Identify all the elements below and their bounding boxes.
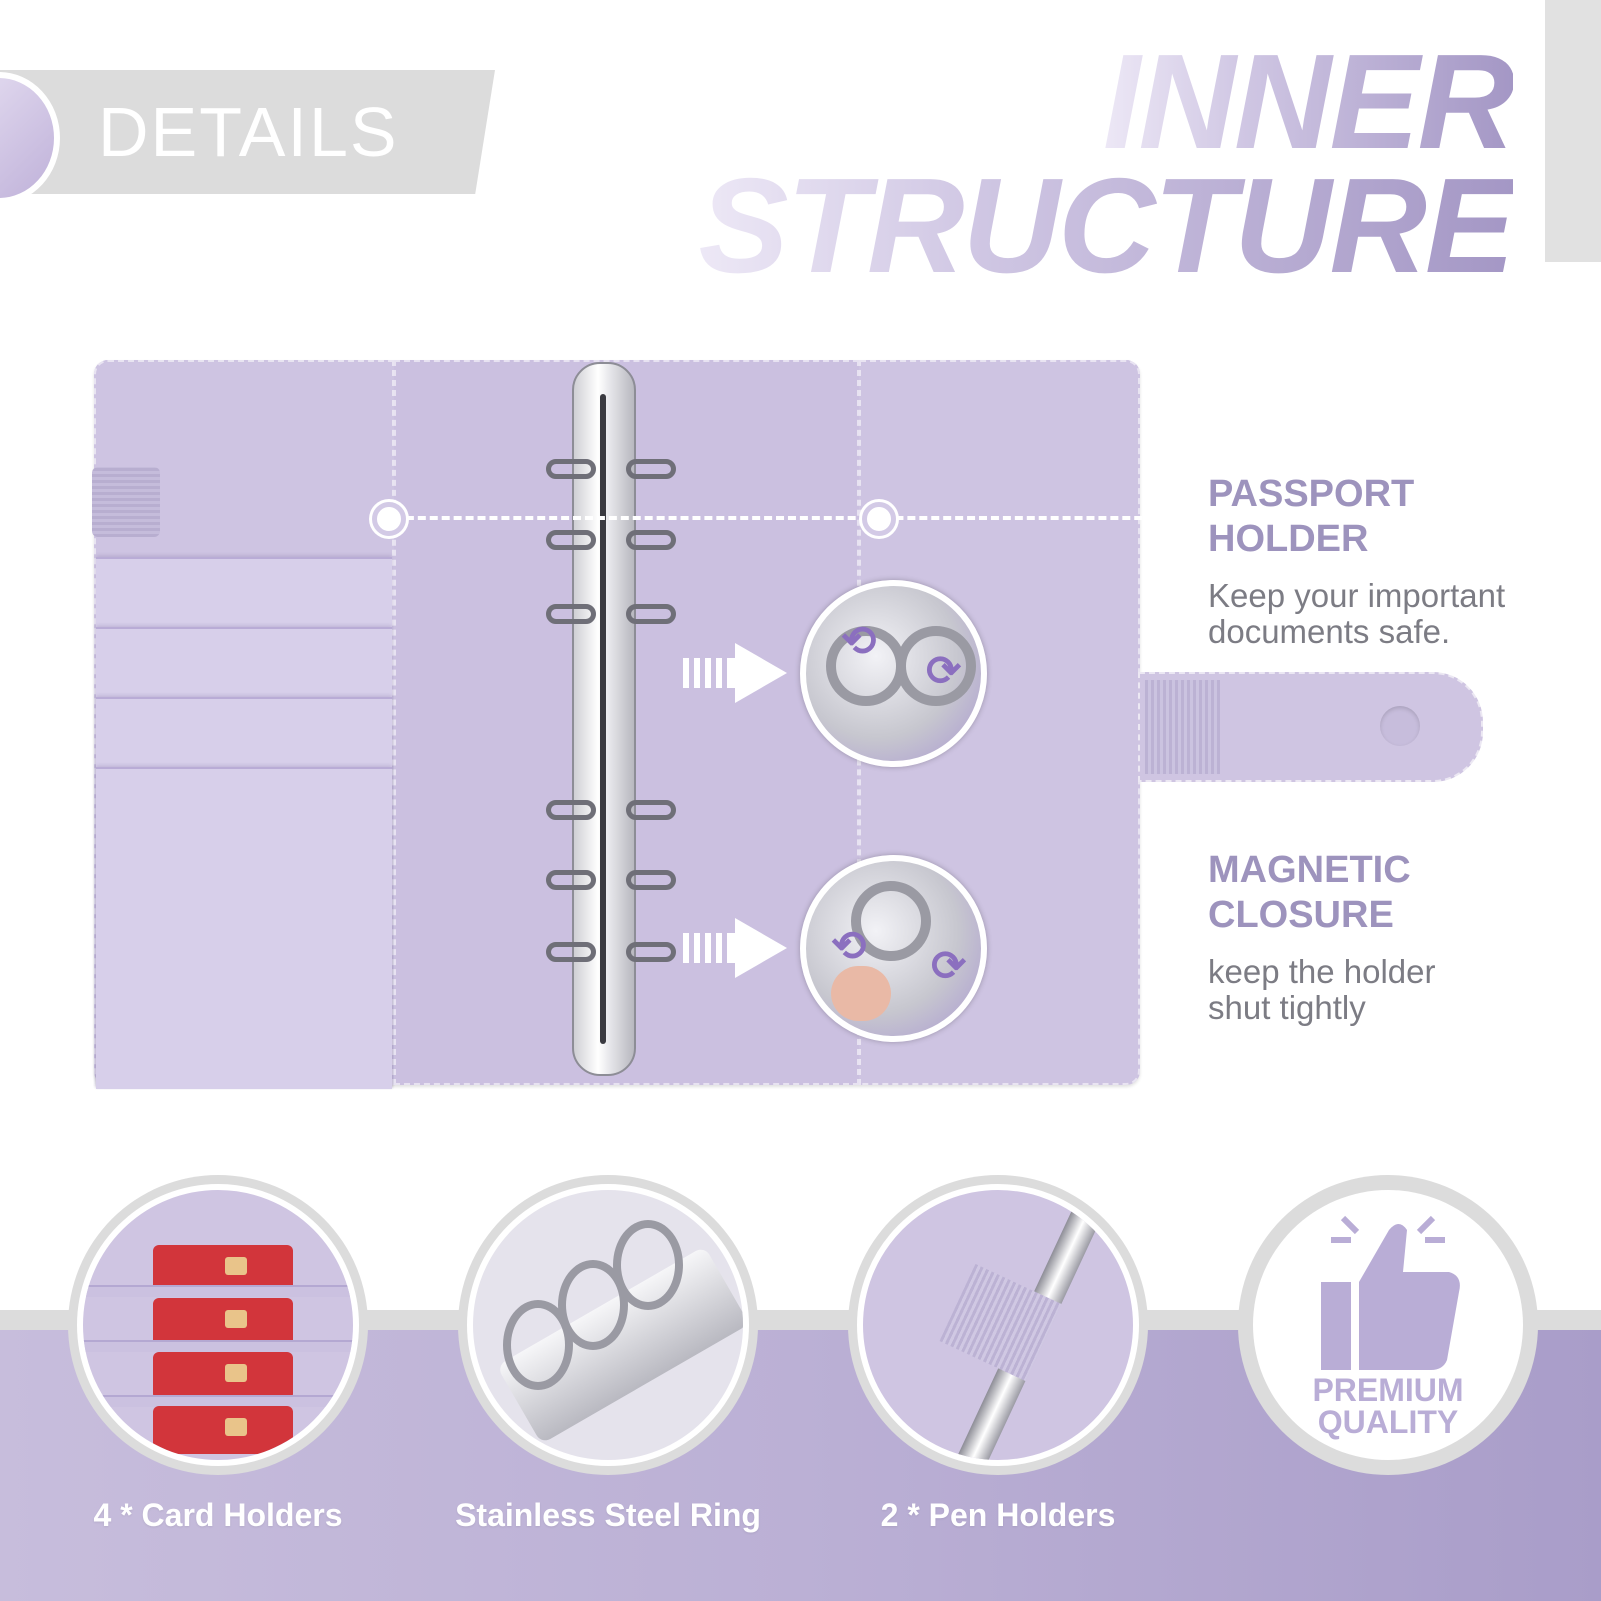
feature-title: MAGNETIC CLOSURE bbox=[1208, 848, 1568, 938]
binder-ring bbox=[546, 459, 596, 479]
binder-ring bbox=[626, 530, 676, 550]
arrow-right-icon bbox=[683, 918, 793, 978]
page-title-line2: STRUCTURE bbox=[698, 150, 1515, 301]
ring-mechanism bbox=[572, 362, 636, 1076]
ring-bar bbox=[600, 394, 606, 1044]
binder-ring bbox=[626, 800, 676, 820]
binder-ring bbox=[546, 870, 596, 890]
binder-middle-panel bbox=[394, 360, 859, 1085]
pen-holders-image bbox=[857, 1184, 1139, 1466]
card-slot bbox=[83, 1285, 353, 1297]
feature-title-line: MAGNETIC bbox=[1208, 849, 1411, 891]
badge-line: QUALITY bbox=[1317, 1404, 1459, 1440]
binder-image bbox=[92, 360, 1140, 1089]
credit-card bbox=[153, 1406, 293, 1454]
pointer-dot bbox=[372, 502, 406, 536]
feature-label-card-holders: 4 * Card Holders bbox=[93, 1497, 343, 1533]
feature-description: keep the holder shut tightly bbox=[1208, 954, 1588, 1026]
credit-card bbox=[153, 1298, 293, 1346]
binder-ring bbox=[546, 942, 596, 962]
feature-title: PASSPORT HOLDER bbox=[1208, 472, 1568, 562]
feature-title-line: PASSPORT bbox=[1208, 473, 1415, 515]
bottom-band-top-stripe bbox=[0, 1310, 1601, 1330]
feature-label-pen-holders: 2 * Pen Holders bbox=[880, 1497, 1116, 1533]
binder-ring bbox=[546, 604, 596, 624]
binder-ring bbox=[626, 604, 676, 624]
binder-ring bbox=[626, 459, 676, 479]
badge-line: PREMIUM bbox=[1312, 1372, 1464, 1408]
feature-description-line: shut tightly bbox=[1208, 989, 1366, 1026]
binder-ring bbox=[546, 530, 596, 550]
binder-left-panel bbox=[92, 360, 394, 1089]
curved-arrow-icon: ⟲ bbox=[831, 922, 867, 969]
feature-title-line: HOLDER bbox=[1208, 518, 1369, 560]
credit-card bbox=[153, 1352, 293, 1400]
page-title-line1: INNER bbox=[1102, 26, 1515, 177]
ring-press-zoom-image: ⟲ ⟳ bbox=[800, 855, 987, 1042]
binder-ring bbox=[626, 942, 676, 962]
card-slot bbox=[83, 1340, 353, 1352]
feature-description-line: documents safe. bbox=[1208, 613, 1451, 650]
premium-quality-badge: PREMIUM QUALITY bbox=[1253, 1190, 1523, 1460]
arrow-right-icon bbox=[683, 643, 793, 703]
card-slot bbox=[83, 1395, 353, 1407]
curved-arrow-icon: ⟳ bbox=[926, 647, 962, 694]
section-tag: DETAILS bbox=[98, 93, 399, 171]
magnetic-snap bbox=[1380, 706, 1420, 746]
premium-quality-text: PREMIUM QUALITY bbox=[1253, 1374, 1523, 1438]
card-holders-image bbox=[77, 1184, 359, 1466]
feature-description: Keep your important documents safe. bbox=[1208, 578, 1588, 650]
feature-title-line: CLOSURE bbox=[1208, 894, 1394, 936]
card-slot-4 bbox=[96, 767, 392, 1089]
strap-elastic bbox=[1145, 680, 1220, 774]
feature-description-line: Keep your important bbox=[1208, 577, 1506, 614]
details-tab-background bbox=[0, 70, 495, 194]
curved-arrow-icon: ⟲ bbox=[841, 617, 877, 664]
pen-loop-left bbox=[92, 467, 160, 537]
pointer-dot bbox=[862, 502, 896, 536]
feature-label-steel-ring: Stainless Steel Ring bbox=[455, 1497, 761, 1533]
title-stripe bbox=[1545, 0, 1601, 262]
binder-ring bbox=[626, 870, 676, 890]
binder-ring bbox=[546, 800, 596, 820]
curved-arrow-icon: ⟳ bbox=[931, 942, 967, 989]
thumbs-up-icon bbox=[1321, 1215, 1460, 1370]
finger-image bbox=[831, 966, 891, 1021]
passport-pointer-line bbox=[382, 516, 1190, 520]
feature-description-line: keep the holder bbox=[1208, 953, 1436, 990]
steel-ring-image bbox=[467, 1184, 749, 1466]
ring-open-zoom-image: ⟲ ⟳ bbox=[800, 580, 987, 767]
